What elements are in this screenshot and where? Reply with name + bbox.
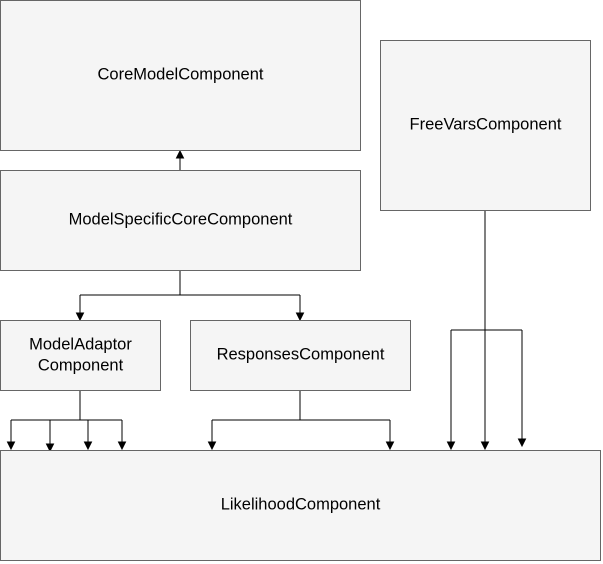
- edge-model-adaptor-to-likelihood: [10, 390, 123, 445]
- node-free-vars: FreeVarsComponent: [380, 40, 591, 211]
- edge-free-vars-to-likelihood: [450, 210, 523, 443]
- arrowhead-down-ma-1: [6, 441, 16, 451]
- arrowhead-down-ma-2: [45, 443, 55, 453]
- node-model-specific-core-label: ModelSpecificCoreComponent: [69, 211, 293, 229]
- arrowhead-down-ma-4: [117, 441, 127, 451]
- arrowhead-down-resp-2: [385, 441, 395, 451]
- arrowhead-down-ma-3: [83, 441, 93, 451]
- node-likelihood-label: LikelihoodComponent: [221, 496, 381, 514]
- arrowhead-down-resp-1: [207, 441, 217, 451]
- edges: [6, 149, 527, 453]
- node-likelihood: LikelihoodComponent: [0, 450, 601, 561]
- arrowhead-down-fv-3: [517, 438, 527, 448]
- edge-model-specific-core-split: [79, 270, 301, 314]
- node-model-specific-core: ModelSpecificCoreComponent: [0, 170, 361, 271]
- node-core-model-label: CoreModelComponent: [97, 66, 263, 84]
- arrowhead-down-responses: [295, 312, 305, 322]
- node-responses: ResponsesComponent: [190, 320, 411, 391]
- node-free-vars-label: FreeVarsComponent: [410, 116, 562, 134]
- node-core-model: CoreModelComponent: [0, 0, 361, 151]
- node-model-adaptor-label-line2: Component: [38, 357, 124, 375]
- arrowhead-down-fv-1: [446, 441, 456, 451]
- node-responses-label: ResponsesComponent: [217, 346, 385, 364]
- arrowhead-down-model-adaptor: [75, 312, 85, 322]
- arrowhead-up-core-model: [175, 149, 185, 159]
- node-model-adaptor: ModelAdaptor Component: [0, 320, 161, 391]
- node-model-adaptor-label-line1: ModelAdaptor: [29, 336, 132, 354]
- edge-responses-to-likelihood: [211, 390, 391, 443]
- arrowhead-down-fv-2: [480, 441, 490, 451]
